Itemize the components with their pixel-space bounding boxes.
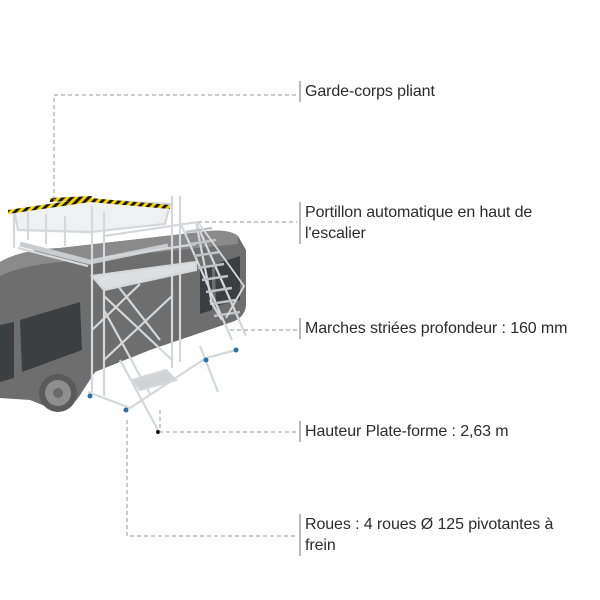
bus-illustration [0, 230, 246, 412]
callout-text: Marches striées profondeur : 160 mm [305, 320, 568, 337]
callout-hauteur-plateforme: Hauteur Plate-forme : 2,63 m [299, 421, 509, 442]
callout-text: Hauteur Plate-forme : 2,63 m [305, 423, 509, 440]
caster-wheels [87, 347, 239, 413]
guardrail-hazard-stripes [8, 196, 170, 214]
callout-text: Garde-corps pliant [305, 83, 435, 100]
callout-text: Portillon automatique en haut de [305, 204, 533, 221]
callout-marches-striees: Marches striées profondeur : 160 mm [299, 318, 568, 339]
callout-text-line-2: frein [305, 537, 336, 554]
callout-roues: Roues : 4 roues Ø 125 pivotantes à frein [299, 514, 553, 556]
scaffold-illustration [12, 196, 248, 431]
leg-foot-point [156, 430, 160, 434]
callout-garde-corps-pliant: Garde-corps pliant [299, 81, 435, 102]
callout-text: Roues : 4 roues Ø 125 pivotantes à [305, 516, 554, 533]
leader-lines [53, 94, 297, 537]
callout-text-line-2: l'escalier [305, 225, 366, 242]
callout-portillon-automatique: Portillon automatique en haut de l'escal… [299, 202, 532, 244]
